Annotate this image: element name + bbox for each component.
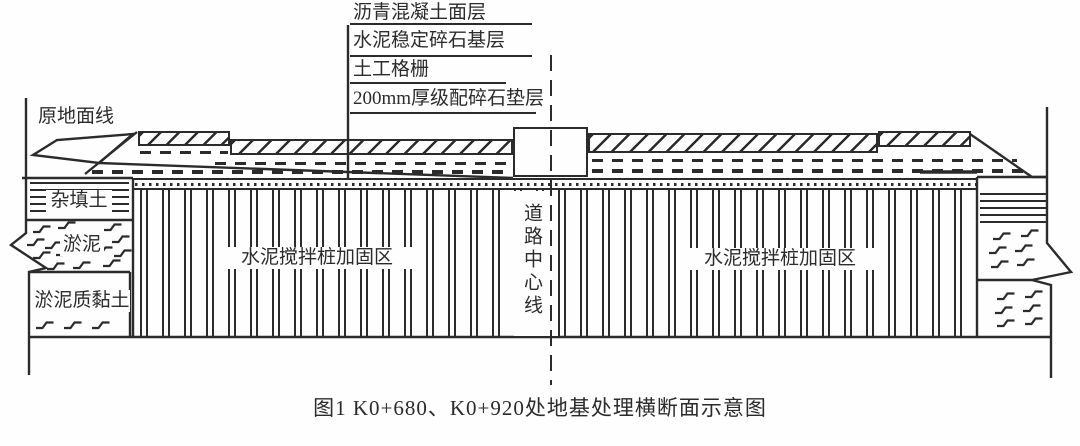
- fill-soil-label: 杂填土: [46, 190, 112, 212]
- pavement-band-left-upper: [138, 131, 230, 146]
- road-centerline-dashed: [550, 55, 552, 385]
- subbase-dashes-1: [140, 151, 228, 154]
- figure-caption: 图1 K0+680、K0+920处地基处理横断面示意图: [313, 396, 767, 420]
- callout-cement-stabilized-base: 水泥稳定碎石基层: [350, 30, 532, 57]
- subbase-dashes-2: [215, 162, 511, 165]
- right-fill-soil-hatch: [980, 193, 1046, 223]
- right-boundary-line: [1031, 107, 1074, 378]
- callout-graded-gravel-cushion: 200mm厚级配碎石垫层: [350, 88, 544, 114]
- callout-geogrid: 土工格栅: [350, 59, 506, 84]
- left-boundary-line: [8, 98, 49, 375]
- callout-asphalt-surface: 沥青混凝土面层: [350, 2, 532, 25]
- gravel-cushion-strip: [133, 178, 977, 190]
- silt-label: 淤泥: [60, 234, 104, 256]
- subbase-dashes-3: [92, 170, 511, 174]
- pile-zone-label-right: 水泥搅拌桩加固区: [685, 248, 875, 270]
- left-embankment-slope: [84, 131, 138, 175]
- pavement-band-right-upper: [878, 131, 971, 147]
- subbase-dashes-5: [592, 169, 1030, 173]
- silty-clay-label: 淤泥质黏土: [34, 290, 130, 312]
- pavement-band-right-main: [588, 133, 878, 153]
- road-centerline-label: 道路中心线: [521, 203, 542, 318]
- pile-zone-label-left: 水泥搅拌桩加固区: [222, 247, 412, 269]
- pavement-band-left-main: [230, 139, 513, 155]
- ground-line-label: 原地面线: [38, 106, 115, 127]
- subbase-dashes-4: [592, 159, 1017, 162]
